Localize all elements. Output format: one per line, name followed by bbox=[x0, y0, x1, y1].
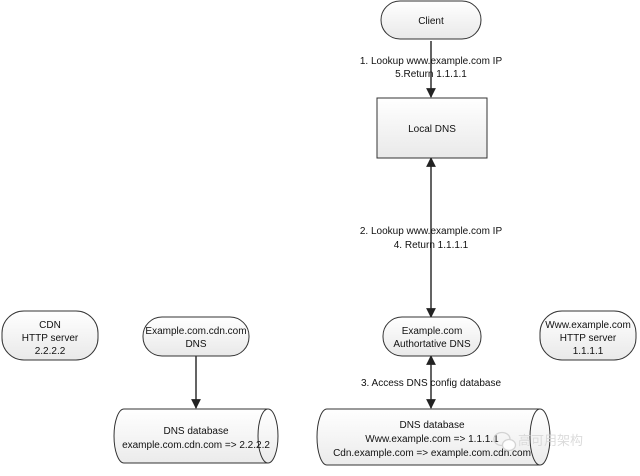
node-cdn-dns-line1: Example.com.cdn.com bbox=[145, 326, 246, 337]
node-cdn-http-server: CDN HTTP server 2.2.2.2 bbox=[1, 310, 99, 361]
node-cdn-dns-database-line1: DNS database bbox=[163, 426, 228, 437]
node-auth-dns-database-line3: Cdn.example.com => example.com.cdn.com bbox=[333, 448, 531, 459]
edge-label-client-local-2: 5.Return 1.1.1.1 bbox=[395, 69, 467, 80]
node-client: Client bbox=[380, 0, 482, 40]
node-cdn-dns-database-line2: example.com.cdn.com => 2.2.2.2 bbox=[122, 440, 270, 451]
node-cdn-dns-database: DNS database example.com.cdn.com => 2.2.… bbox=[113, 408, 279, 464]
edge-label-auth-db: 3. Access DNS config database bbox=[361, 378, 502, 389]
node-origin-http-server-line2: HTTP server bbox=[560, 333, 617, 344]
node-client-label: Client bbox=[418, 16, 444, 27]
watermark-text: 高可用架构 bbox=[518, 433, 583, 448]
node-local-dns-label: Local DNS bbox=[408, 124, 456, 135]
edge-label-local-auth-1: 2. Lookup www.example.com IP bbox=[360, 226, 503, 237]
node-local-dns: Local DNS bbox=[376, 97, 488, 159]
wechat-icon bbox=[493, 431, 517, 452]
node-authoritative-dns-line1: Example.com bbox=[402, 326, 463, 337]
node-origin-http-server-line3: 1.1.1.1 bbox=[573, 346, 604, 357]
node-authoritative-dns-line2: Authortative DNS bbox=[393, 339, 471, 350]
node-cdn-dns-line2: DNS bbox=[185, 339, 206, 350]
edge-label-client-local-1: 1. Lookup www.example.com IP bbox=[360, 56, 503, 67]
edge-label-local-auth-2: 4. Return 1.1.1.1 bbox=[394, 240, 469, 251]
node-auth-dns-database-line2: Www.example.com => 1.1.1.1 bbox=[365, 434, 499, 445]
node-cdn-http-server-line1: CDN bbox=[39, 320, 61, 331]
node-authoritative-dns: Example.com Authortative DNS bbox=[382, 316, 482, 357]
node-cdn-dns: Example.com.cdn.com DNS bbox=[142, 316, 250, 357]
watermark: 高可用架构 bbox=[493, 431, 583, 452]
node-origin-http-server: Www.example.com HTTP server 1.1.1.1 bbox=[539, 310, 637, 361]
node-auth-dns-database-line1: DNS database bbox=[399, 420, 464, 431]
node-cdn-http-server-line3: 2.2.2.2 bbox=[35, 346, 66, 357]
node-origin-http-server-line1: Www.example.com bbox=[545, 320, 631, 331]
node-auth-dns-database: DNS database Www.example.com => 1.1.1.1 … bbox=[316, 408, 551, 466]
node-cdn-http-server-line2: HTTP server bbox=[22, 333, 79, 344]
